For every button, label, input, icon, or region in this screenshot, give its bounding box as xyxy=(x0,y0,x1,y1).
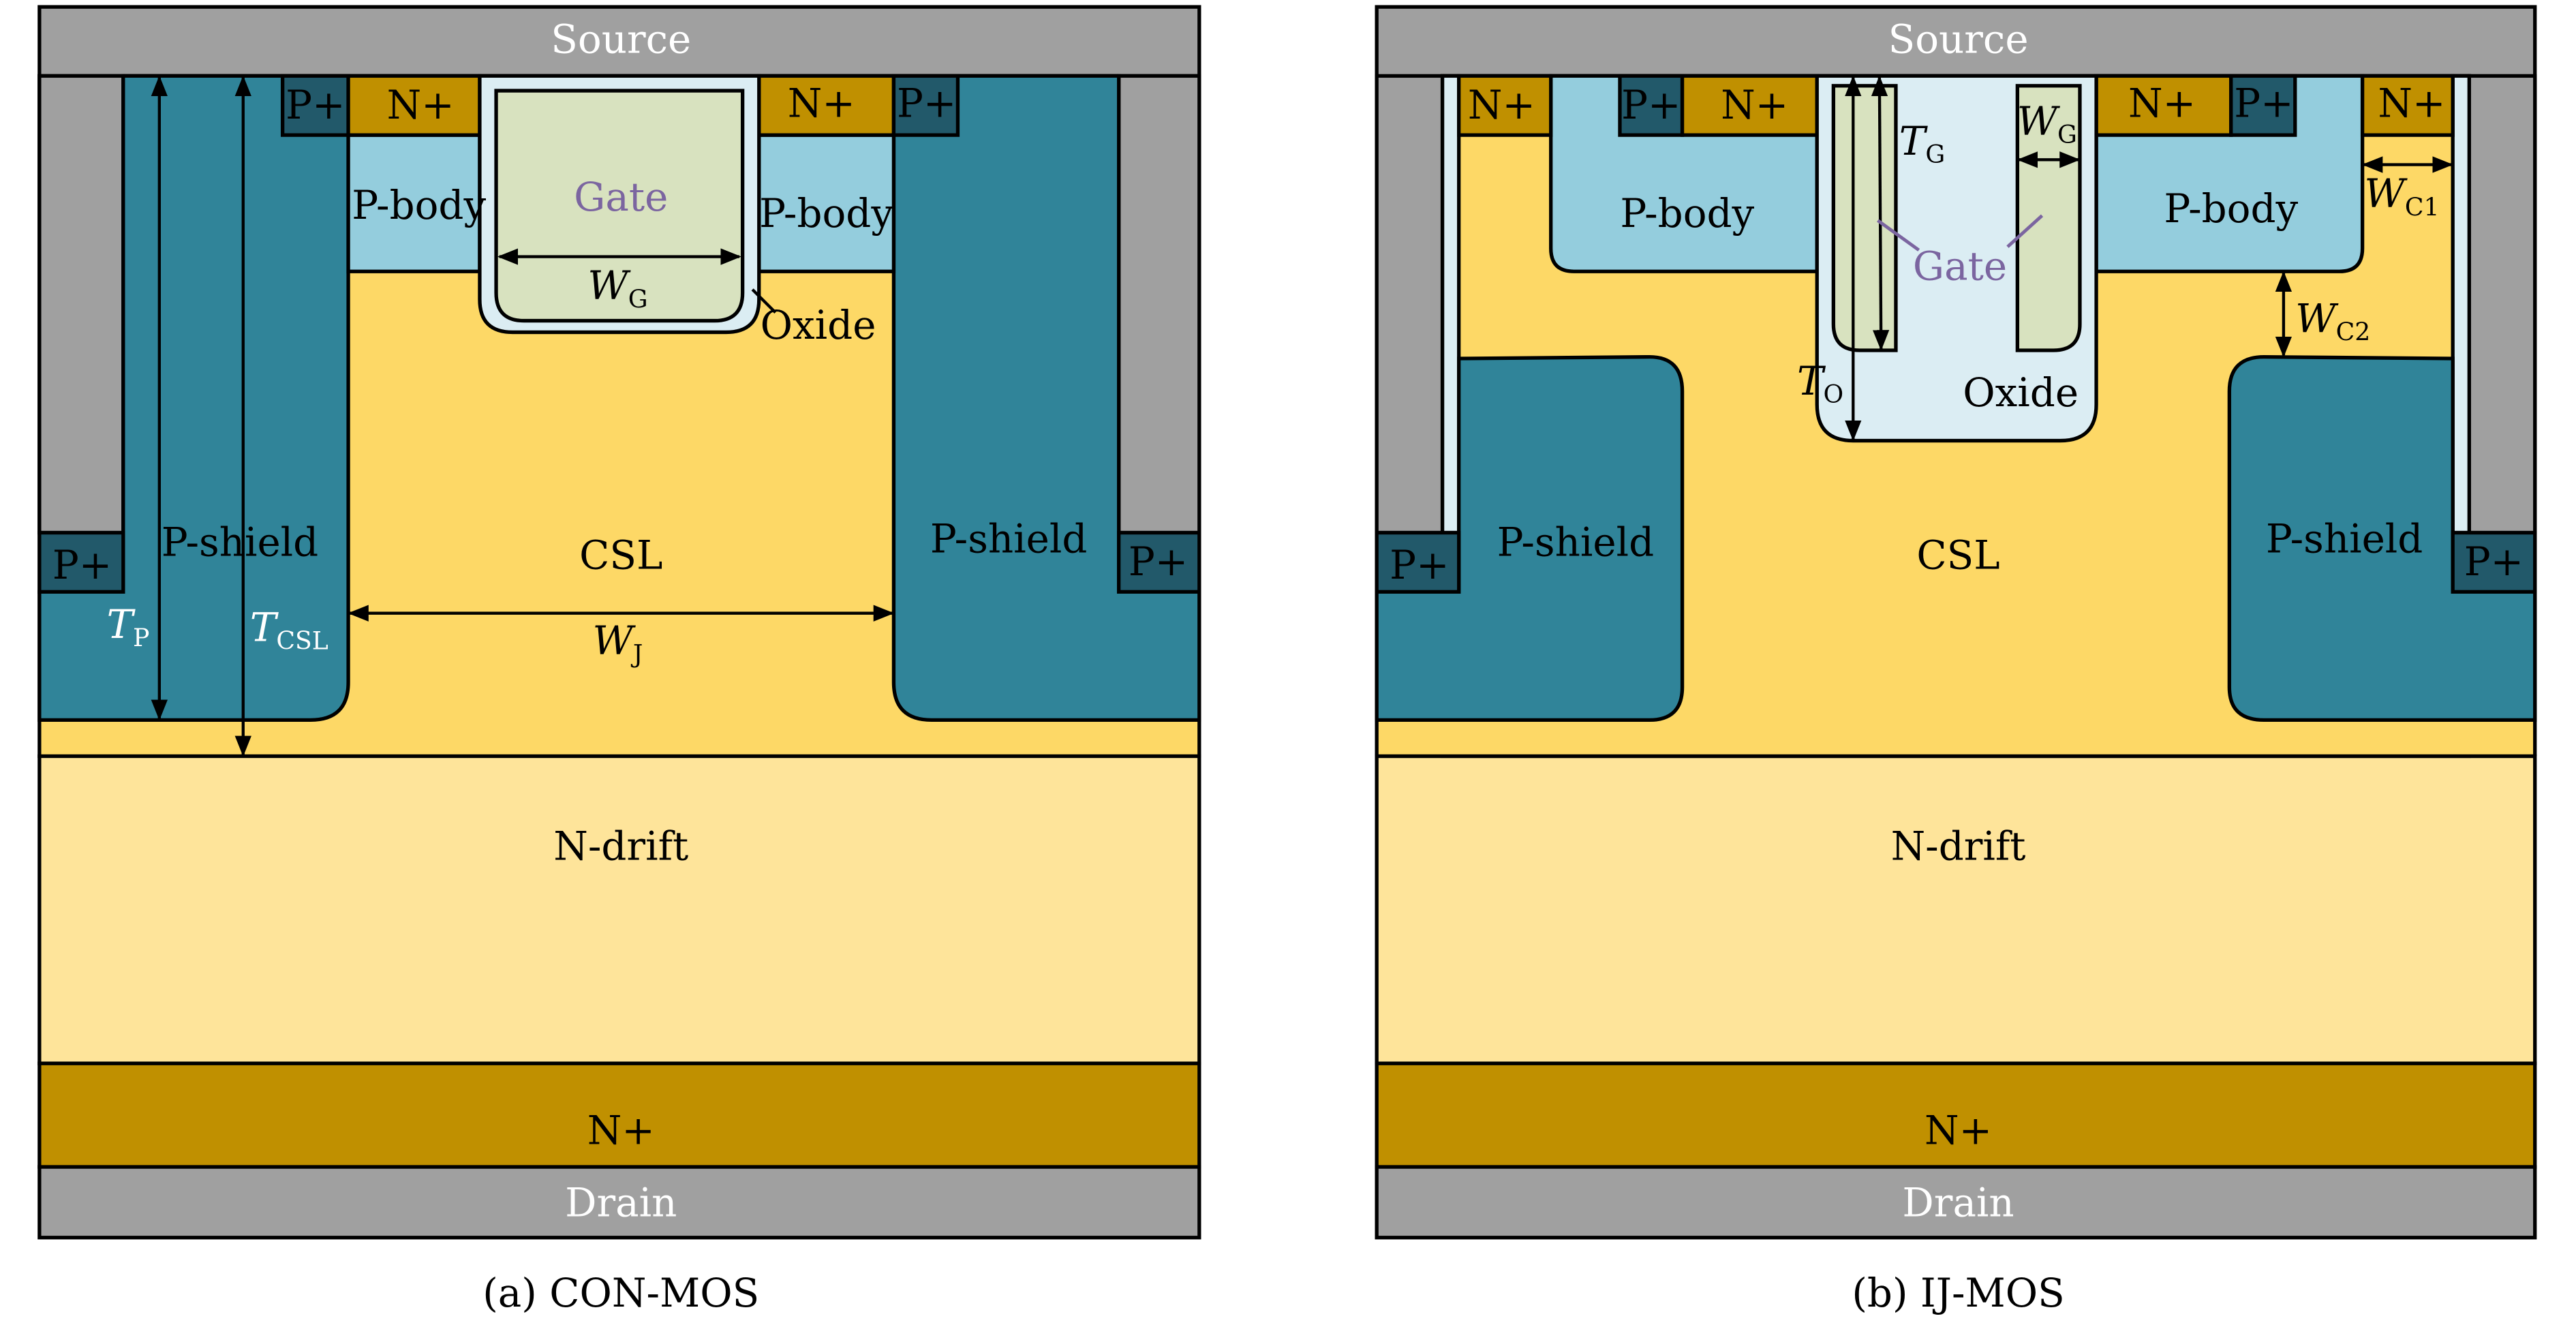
n-plus-inner-left xyxy=(1680,74,1819,137)
p-plus-side-right xyxy=(1117,530,1201,594)
p-shield-left xyxy=(1375,354,1685,722)
p-shield-left-label: P-shield xyxy=(162,519,318,565)
n-plus-inner-left-label: N+ xyxy=(1721,82,1788,128)
n-drift-label: N-drift xyxy=(1891,823,2026,869)
gate-label: Gate xyxy=(1913,243,2007,289)
n-plus-substrate-label: N+ xyxy=(1925,1107,1992,1153)
dim-tp-label: TP xyxy=(107,601,150,652)
n-plus-left-label: N+ xyxy=(387,82,455,128)
side-oxide-left xyxy=(1440,74,1461,535)
dim-wc2-label: WC2 xyxy=(2295,295,2370,346)
source-wall-right xyxy=(1117,74,1201,535)
p-body-right-label: P-body xyxy=(759,190,893,237)
panel-con-mos: Source Drain N+ N-drift CSL P-shield P-s… xyxy=(37,5,1201,1316)
p-body-right-label: P-body xyxy=(2164,185,2298,232)
caption-b: (b) IJ-MOS xyxy=(1852,1270,2064,1316)
dim-wc1-label: WC1 xyxy=(2364,170,2439,222)
p-plus-side-left xyxy=(37,530,125,594)
gate-electrode-left xyxy=(1831,84,1898,352)
p-plus-top-right xyxy=(2229,74,2297,137)
n-plus-inner-right-label: N+ xyxy=(2128,80,2196,127)
n-plus-substrate-label: N+ xyxy=(587,1107,655,1153)
n-drift-region xyxy=(1375,754,2537,1065)
p-shield-right xyxy=(891,74,1201,722)
n-plus-outer-left-label: N+ xyxy=(1468,82,1535,128)
dim-tcsl-label: TCSL xyxy=(250,605,328,656)
source-wall-left xyxy=(37,74,125,535)
p-plus-side-left-label: P+ xyxy=(1390,542,1449,588)
p-shield-right xyxy=(2227,354,2537,722)
csl-label: CSL xyxy=(1916,532,1999,579)
p-plus-top-left-label: P+ xyxy=(1621,82,1681,128)
side-oxide-right xyxy=(2451,74,2471,535)
n-plus-outer-left xyxy=(1457,74,1553,137)
p-plus-top-left-label: P+ xyxy=(286,82,345,128)
oxide-leader xyxy=(751,288,777,314)
p-plus-side-right-label: P+ xyxy=(2464,538,2524,585)
n-plus-outer-right-label: N+ xyxy=(2378,80,2445,127)
p-plus-top-right-label: P+ xyxy=(2234,80,2293,127)
dim-tg-label: TG xyxy=(1899,118,1945,169)
oxide-label: Oxide xyxy=(761,302,876,348)
dim-to-label: TO xyxy=(1797,358,1843,409)
p-plus-side-left-label: P+ xyxy=(52,542,112,588)
gate-label: Gate xyxy=(574,174,668,220)
oxide-label: Oxide xyxy=(1963,369,2079,416)
n-drift-label: N-drift xyxy=(553,823,688,869)
p-shield-right-label: P-shield xyxy=(2266,515,2423,562)
dim-wg-label: WG xyxy=(587,262,647,314)
n-plus-substrate xyxy=(1375,1061,2537,1169)
gate-leader-left xyxy=(1877,219,1920,252)
p-shield-left xyxy=(37,74,350,722)
n-plus-substrate xyxy=(37,1061,1201,1169)
n-plus-inner-right xyxy=(2094,74,2233,137)
drain-metal xyxy=(37,1165,1201,1240)
p-body-left-label: P-body xyxy=(352,182,486,228)
csl-label: CSL xyxy=(579,532,662,579)
source-wall-left xyxy=(1375,74,1445,535)
caption-a: (a) CON-MOS xyxy=(482,1270,759,1316)
source-label: Source xyxy=(551,16,691,63)
n-plus-right-label: N+ xyxy=(788,80,855,127)
source-wall-right xyxy=(2467,74,2537,535)
dim-wg-label: WG xyxy=(2017,98,2077,149)
p-plus-side-right xyxy=(2451,530,2537,594)
panel-ij-mos: Source Drain N+ N-drift CSL P-shield P-s… xyxy=(1375,5,2537,1316)
drain-label: Drain xyxy=(565,1179,677,1225)
dim-tg-arrow xyxy=(1871,75,1890,351)
source-label: Source xyxy=(1888,16,2029,63)
p-body-left-label: P-body xyxy=(1620,190,1754,237)
drain-label: Drain xyxy=(1902,1179,2014,1225)
dim-wj-label: WJ xyxy=(592,618,643,669)
p-plus-side-left xyxy=(1375,530,1461,594)
drain-metal xyxy=(1375,1165,2537,1240)
gate-leader-right xyxy=(2006,214,2044,248)
p-shield-left-label: P-shield xyxy=(1497,519,1655,565)
n-drift-region xyxy=(37,754,1201,1065)
p-plus-side-right-label: P+ xyxy=(1129,538,1188,585)
p-shield-right-label: P-shield xyxy=(930,515,1088,562)
p-plus-top-right-label: P+ xyxy=(897,80,956,127)
